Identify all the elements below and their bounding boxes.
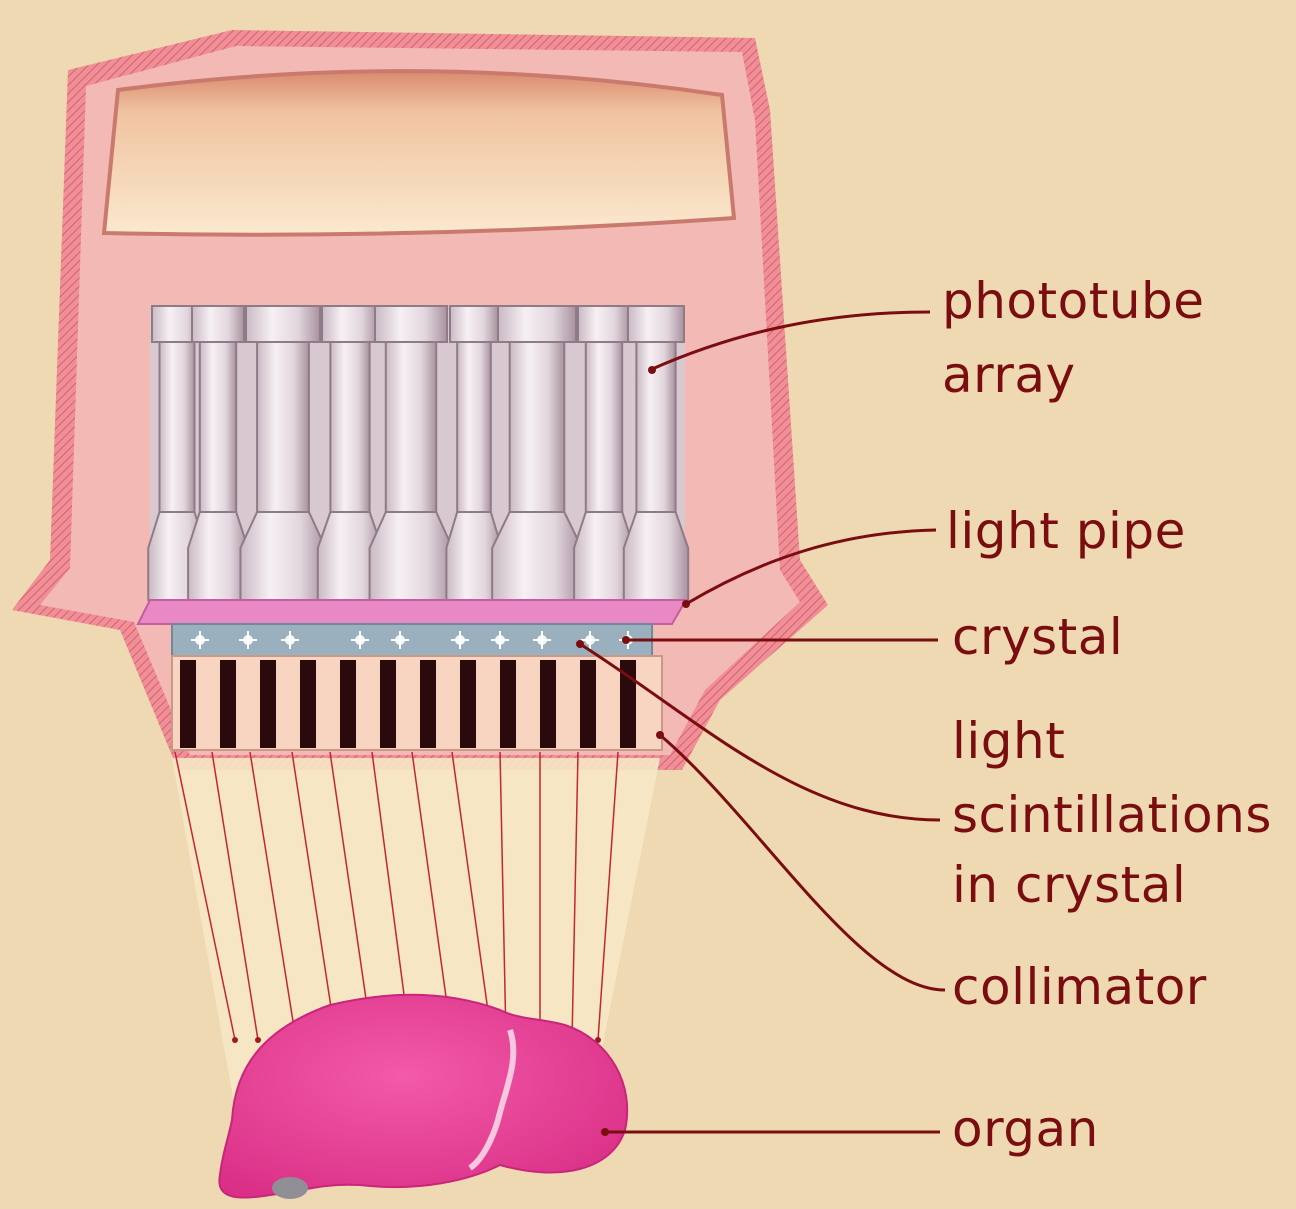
phototube-face xyxy=(370,512,453,600)
leader-dot-scintillations xyxy=(576,640,584,648)
collimator-septum xyxy=(300,660,316,748)
phototube-cap xyxy=(322,306,378,342)
phototube-cap xyxy=(246,306,320,342)
gamma-ray-origin xyxy=(255,1037,261,1043)
gamma-ray-origin xyxy=(232,1037,238,1043)
phototube-array xyxy=(148,306,688,600)
gallbladder xyxy=(272,1177,308,1199)
leader-dot-light-pipe xyxy=(682,600,690,608)
phototube-face xyxy=(188,512,248,600)
phototube-neck xyxy=(586,342,622,512)
label-scintillations-line3: in crystal xyxy=(952,860,1186,910)
label-organ: organ xyxy=(952,1104,1099,1154)
phototube-neck xyxy=(160,342,195,512)
phototube-cap xyxy=(578,306,630,342)
label-collimator: collimator xyxy=(952,962,1207,1012)
collimator-septum xyxy=(540,660,556,748)
collimator-septum xyxy=(180,660,196,748)
collimator-septum xyxy=(420,660,436,748)
phototube-cap xyxy=(628,306,684,342)
phototube-cap xyxy=(192,306,244,342)
label-phototube-array-line1: phototube xyxy=(942,276,1205,326)
phototube-neck xyxy=(257,342,309,512)
label-crystal: crystal xyxy=(952,612,1123,662)
collimator xyxy=(172,656,662,750)
leader-dot-phototube xyxy=(648,366,656,374)
phototube-cap xyxy=(450,306,498,342)
leader-dot-crystal xyxy=(622,636,630,644)
collimator-septum xyxy=(500,660,516,748)
label-scintillations-line1: light xyxy=(952,716,1065,766)
label-scintillations-line2: scintillations xyxy=(952,790,1272,840)
phototube-neck xyxy=(330,342,369,512)
phototube-face xyxy=(492,512,582,600)
leader-collimator xyxy=(660,735,945,990)
leader-dot-organ xyxy=(601,1128,609,1136)
collimator-septum xyxy=(340,660,356,748)
label-phototube-array-line2: array xyxy=(942,350,1076,400)
phototube-face xyxy=(624,512,688,600)
phototube-face xyxy=(240,512,325,600)
collimator-septum xyxy=(580,660,596,748)
phototube-cap xyxy=(375,306,447,342)
label-light-pipe: light pipe xyxy=(946,506,1186,556)
light-pipe xyxy=(138,600,686,624)
collimator-septum xyxy=(260,660,276,748)
phototube-cap xyxy=(498,306,576,342)
phototube-neck xyxy=(457,342,491,512)
phototube-neck xyxy=(200,342,236,512)
collimator-septum xyxy=(220,660,236,748)
leader-dot-collimator xyxy=(656,731,664,739)
phototube-neck xyxy=(510,342,565,512)
collimator-septum xyxy=(460,660,476,748)
phototube-neck xyxy=(386,342,436,512)
collimator-septum xyxy=(380,660,396,748)
viewing-window xyxy=(104,71,734,235)
